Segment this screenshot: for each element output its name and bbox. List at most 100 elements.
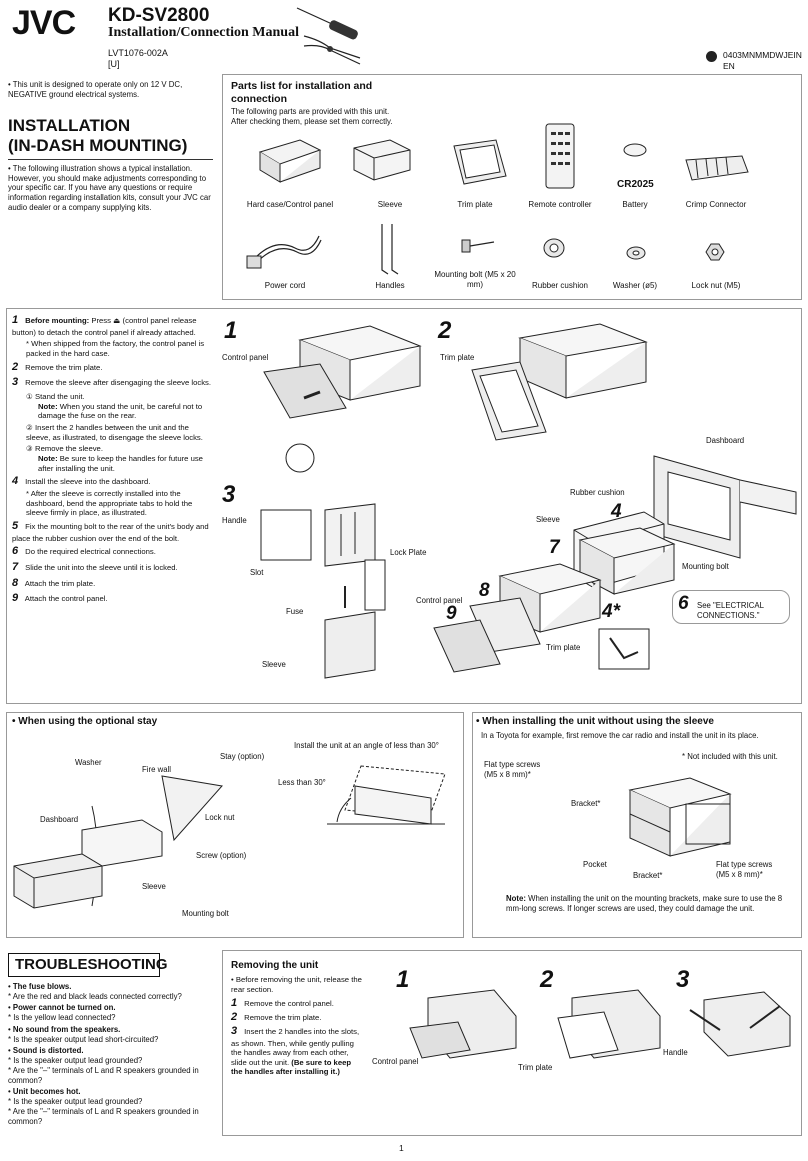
electrical-callout — [672, 590, 790, 624]
without-sleeve-title: • When installing the unit without using… — [476, 716, 714, 727]
optional-stay-panel — [6, 712, 464, 938]
label-removing-handle: Handle — [663, 1048, 688, 1057]
label-sleeve: Sleeve — [536, 515, 560, 524]
pliers-icon — [303, 35, 361, 65]
ts-question: Power cannot be turned on. — [12, 1003, 116, 1013]
ts-answer: Is the speaker output lead grounded? — [13, 1097, 143, 1107]
ts-item: • The fuse blows.* Are the red and black… — [8, 982, 182, 1001]
diagram-number-8: 8 — [479, 580, 490, 601]
hard-case-icon — [258, 139, 322, 183]
without-sleeve-desc: In a Toyota for example, first remove th… — [481, 731, 759, 740]
optional-stay-title: • When using the optional stay — [12, 716, 158, 727]
ts-answer: Are the red and black leads connected co… — [12, 991, 182, 1001]
removing-title: Removing the unit — [231, 960, 319, 971]
label-washer: Washer — [75, 758, 102, 767]
sleeve-icon — [353, 139, 411, 181]
step-3-text: Remove the sleeve after disengaging the … — [25, 378, 212, 388]
removing-intro-text: Before removing the unit, release the re… — [231, 975, 362, 994]
ts-answer: Are the "–" terminals of L and R speaker… — [8, 1106, 199, 1126]
part-label-washer: Washer (ø5) — [612, 281, 658, 290]
divider — [8, 159, 213, 160]
parts-title-line1: Parts list for installation and — [231, 80, 373, 92]
label-dashboard: Dashboard — [706, 436, 745, 445]
step-3-1-text: Stand the unit. — [35, 392, 85, 402]
troubleshooting-list: • The fuse blows.* Are the red and black… — [8, 982, 213, 1126]
step-8-text: Attach the trim plate. — [24, 578, 96, 588]
label-lock-plate: Lock Plate — [390, 548, 427, 557]
label-pocket: Pocket — [583, 860, 607, 869]
part-label-lock-nut: Lock nut (M5) — [691, 281, 741, 290]
part-label-battery: Battery — [622, 200, 648, 209]
without-sleeve-note: Note: When installing the unit on the mo… — [506, 894, 796, 913]
parts-list-panel — [222, 74, 802, 300]
ts-item: • Sound is distorted.* Is the speaker ou… — [8, 1046, 199, 1085]
screwdriver-icon — [296, 7, 358, 40]
removing-step-1: 1 Remove the control panel. — [231, 997, 334, 1010]
removing-step-3-text: Insert the 2 handles into the slots, as … — [231, 1026, 360, 1067]
parts-title-line2: connection — [231, 93, 288, 106]
ts-question: The fuse blows. — [12, 982, 72, 991]
step-3-1-note-label: Note: — [38, 401, 58, 411]
installation-heading: INSTALLATION (IN-DASH MOUNTING) — [8, 116, 213, 155]
bracket-diagram — [628, 777, 732, 857]
step-3-1-note-text: When you stand the unit, be careful not … — [38, 401, 203, 421]
label-lock-nut: Lock nut — [205, 813, 235, 822]
removing-step-2: 2 Remove the trim plate. — [231, 1011, 322, 1023]
step-4-note-text: After the sleeve is correctly installed … — [26, 488, 193, 518]
without-sleeve-note-label: Note: — [506, 894, 526, 903]
label-screw: Screw (option) — [196, 851, 247, 860]
removing-panel — [222, 950, 802, 1136]
label-removing-trim-plate: Trim plate — [518, 1063, 553, 1072]
part-label-rubber-cushion: Rubber cushion — [531, 281, 589, 290]
intro-note: • This unit is designed to operate only … — [8, 80, 183, 99]
unit-diagram-1 — [263, 325, 422, 473]
label-bracket-2: Bracket* — [633, 871, 663, 880]
step-5-text: Fix the mounting bolt to the rear of the… — [12, 521, 209, 543]
step-2-text: Remove the trim plate. — [25, 362, 103, 372]
step-9-text: Attach the control panel. — [24, 594, 108, 604]
washer-icon — [626, 246, 646, 260]
step-1: 1 Before mounting: Press ⏏ (control pane… — [12, 314, 197, 337]
trim-plate-icon — [453, 139, 507, 185]
step-3-2: ② Insert the 2 handles between the unit … — [26, 423, 203, 442]
label-stay: Stay (option) — [220, 752, 265, 761]
troubleshooting-title: TROUBLESHOOTING — [8, 953, 168, 977]
part-label-crimp: Crimp Connector — [685, 200, 747, 209]
diagram-number-4-star: 4* — [602, 601, 620, 622]
removing-steps: • Before removing the unit, release the … — [231, 975, 363, 1077]
badge-icon — [706, 51, 717, 62]
parts-desc-line2: After checking them, please set them cor… — [231, 116, 393, 126]
diagram-number-6: 6 — [678, 593, 689, 614]
assembly-diagram — [433, 527, 676, 673]
ts-question: Sound is distorted. — [12, 1046, 84, 1056]
label-fuse: Fuse — [286, 607, 304, 616]
parts-title: Parts list for installation and connecti… — [231, 80, 372, 106]
step-2: 2 Remove the trim plate. — [12, 360, 103, 373]
installation-title: INSTALLATION — [8, 116, 131, 135]
step-9: 9 Attach the control panel. — [12, 592, 108, 605]
part-label-hard-case: Hard case/Control panel — [246, 200, 334, 209]
install-steps-panel — [6, 308, 802, 704]
without-sleeve-panel — [472, 712, 802, 938]
label-slot: Slot — [250, 568, 264, 577]
ts-answer: Are the "–" terminals of L and R speaker… — [8, 1065, 199, 1085]
installation-subtitle: (IN-DASH MOUNTING) — [8, 135, 188, 155]
part-label-remote: Remote controller — [528, 200, 592, 209]
removing-step-3: 3 Insert the 2 handles into the slots, a… — [231, 1024, 360, 1077]
diagram-number-7: 7 — [549, 537, 560, 558]
diagram-number-2: 2 — [438, 317, 452, 344]
label-bracket: Bracket* — [571, 799, 601, 808]
label-flat-screws: Flat type screws (M5 x 8 mm)* — [484, 760, 541, 779]
part-label-power-cord: Power cord — [264, 281, 306, 290]
sleeve-removal-diagram — [260, 503, 386, 679]
diagram-number-4: 4 — [611, 501, 622, 522]
eject-icon: ⏏ — [113, 316, 121, 325]
label-see-electrical: See "ELECTRICAL CONNECTIONS." — [697, 601, 764, 620]
ts-answer: Is the yellow lead connected? — [13, 1013, 116, 1023]
parts-desc-line1: The following parts are provided with th… — [231, 107, 390, 116]
ts-item: • Unit becomes hot.* Is the speaker outp… — [8, 1087, 199, 1126]
step-1-text: (control panel release button) to detach… — [12, 316, 197, 337]
parts-desc: The following parts are provided with th… — [231, 107, 393, 126]
label-dashboard-2: Dashboard — [40, 815, 79, 824]
mounting-bolt-icon — [461, 239, 495, 253]
